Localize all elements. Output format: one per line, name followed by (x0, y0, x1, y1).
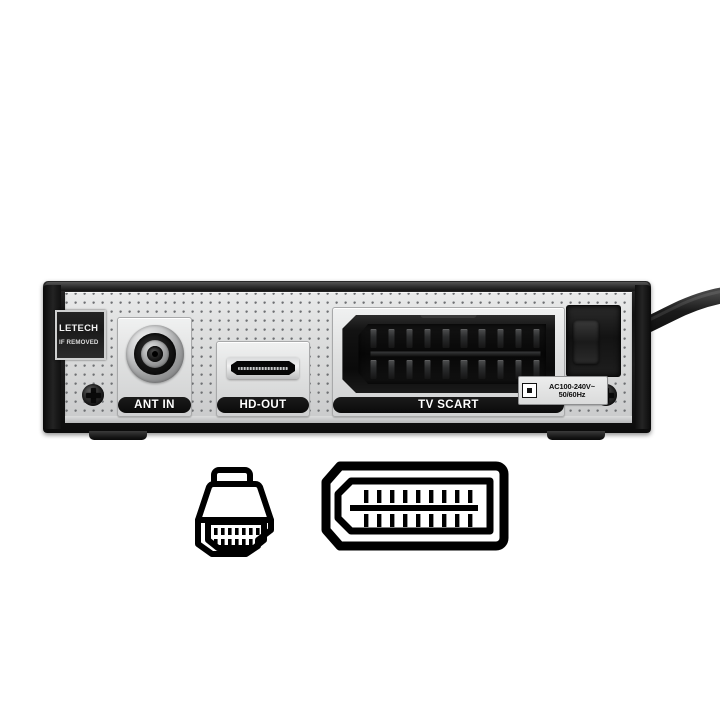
port-ant-in[interactable]: ANT IN (117, 317, 192, 417)
port-label-tv-scart: TV SCART (333, 397, 564, 413)
chassis-right-edge (635, 285, 651, 429)
perforated-vent-panel: ANT IN HD-OUT (55, 292, 632, 423)
hdmi-connector-icon (178, 456, 294, 569)
chassis-top-edge (45, 282, 649, 291)
warranty-void-sticker: LETECH IF REMOVED (55, 310, 106, 360)
panel-bottom-lip (65, 416, 632, 423)
cable-grommet (573, 320, 599, 364)
sticker-brand-text: LETECH (59, 323, 99, 334)
ac-frequency-text: 50/60Hz (558, 389, 586, 399)
coaxial-connector-icon (125, 325, 184, 383)
rubber-foot-right (547, 431, 605, 440)
scart-top-notch (420, 315, 477, 318)
scart-pin-cavity (358, 324, 546, 384)
connector-icon-row (0, 452, 720, 572)
port-label-ant-in: ANT IN (118, 397, 191, 413)
phillips-screw-left (82, 384, 104, 406)
port-hd-out[interactable]: HD-OUT (216, 341, 310, 417)
hdmi-port-icon (227, 357, 299, 379)
ac-voltage-text: AC100-240V~ (549, 381, 595, 391)
power-cable-well (566, 305, 621, 377)
class-ii-symbol-icon (522, 383, 537, 398)
rubber-foot-left (89, 431, 147, 440)
scart-divider (370, 352, 540, 357)
scart-pin-row-top (370, 329, 540, 348)
ac-rating-label: AC100-240V~ 50/60Hz (518, 376, 608, 405)
scart-pin-row-bottom (370, 360, 540, 379)
set-top-box-rear-panel: ANT IN HD-OUT (43, 281, 651, 440)
sticker-warning-text: IF REMOVED (59, 339, 99, 346)
scart-connector-icon (320, 460, 510, 561)
port-label-hd-out: HD-OUT (217, 397, 309, 413)
